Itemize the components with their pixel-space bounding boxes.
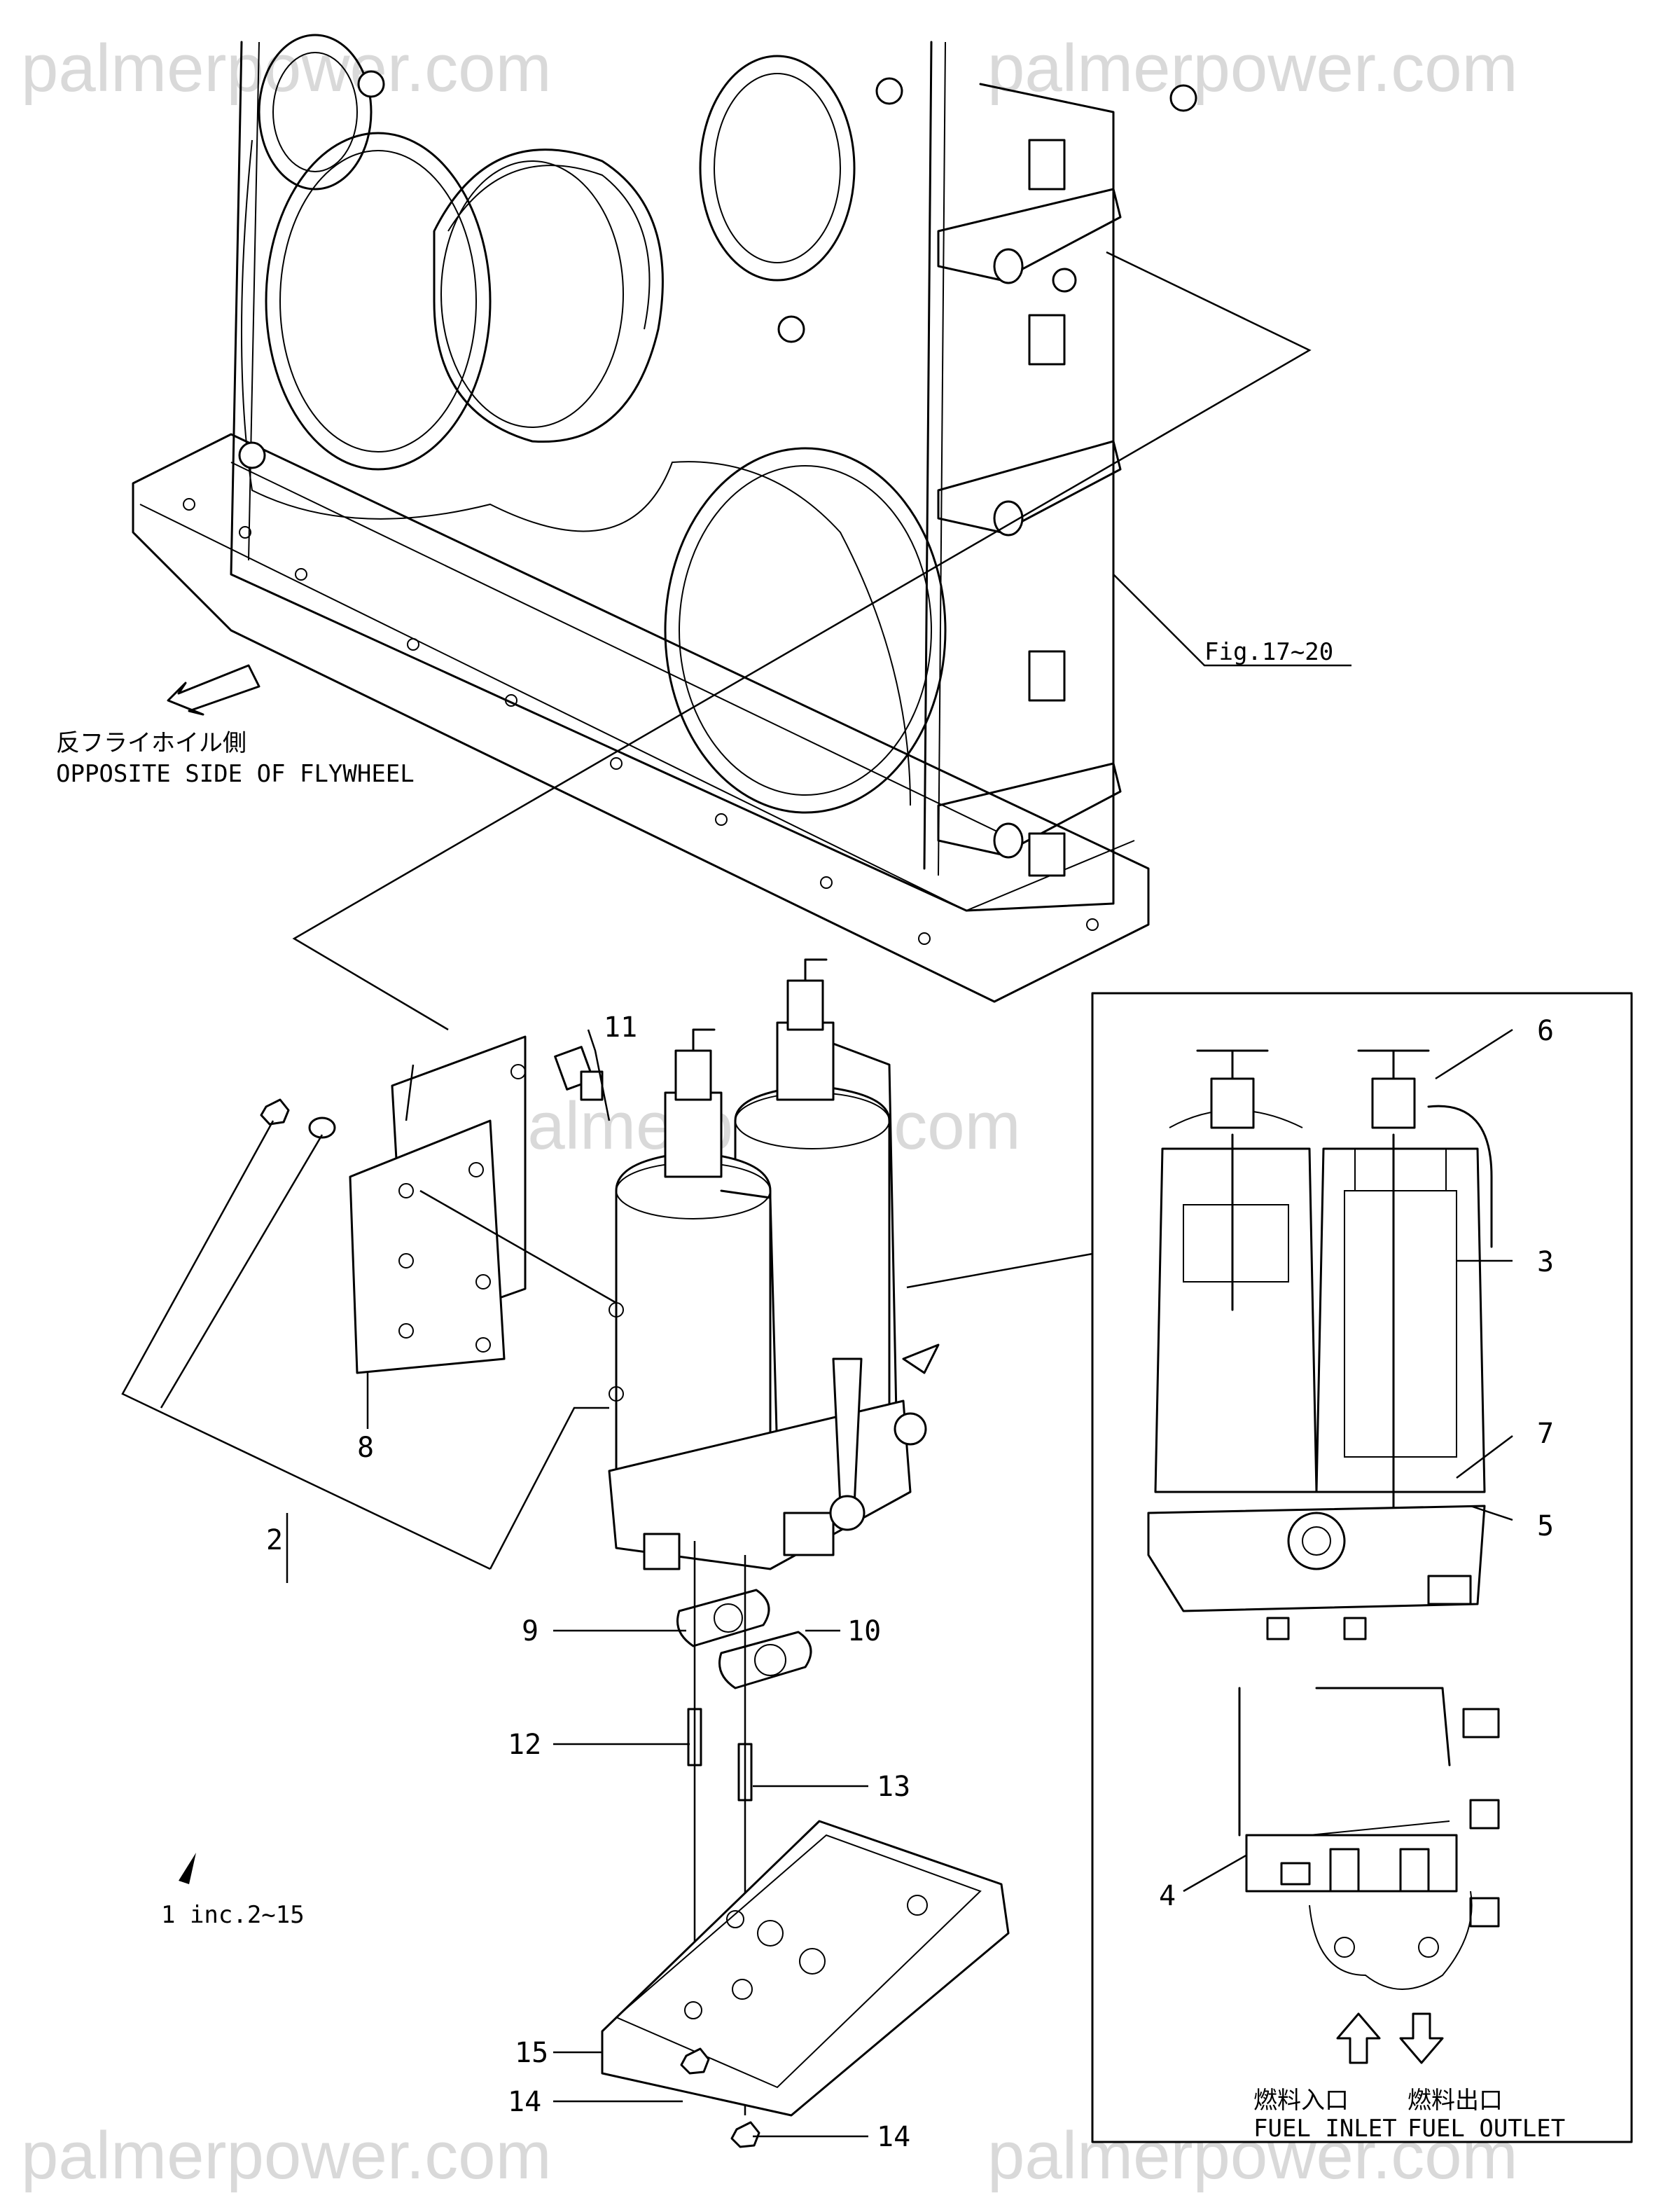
fuel-inlet-en: FUEL INLET	[1253, 2115, 1397, 2143]
watermark-bottom-right: palmerpower.com	[987, 2118, 1518, 2193]
callout-15: 15	[515, 2037, 548, 2069]
callout-2: 2	[266, 1524, 283, 1556]
callout-14a: 14	[508, 2086, 541, 2118]
callout-10: 10	[847, 1615, 881, 1647]
assembly-leaders	[121, 1029, 617, 1583]
callout-13: 13	[877, 1771, 910, 1803]
callout-4: 4	[1159, 1880, 1176, 1912]
fuel-inlet-jp: 燃料入口	[1253, 2087, 1349, 2115]
detail-inset-frame	[1091, 992, 1633, 2143]
gasket-9	[676, 1589, 770, 1647]
callout-11: 11	[604, 1011, 637, 1044]
fig-ref-leader	[1113, 574, 1351, 667]
callout-14b: 14	[877, 2121, 910, 2153]
callout-7: 7	[1537, 1418, 1554, 1450]
mounting-bracket	[349, 1035, 527, 1374]
assembly-arrow-icon	[179, 1853, 196, 1884]
direction-note-jp: 反フライホイル側	[56, 729, 246, 757]
fig-ref-label: Fig.17~20	[1204, 638, 1333, 666]
fuel-outlet-arrow-icon	[1399, 2012, 1444, 2064]
fuel-filter-assembly	[608, 958, 940, 1570]
fuel-outlet-en: FUEL OUTLET	[1408, 2115, 1565, 2143]
casing-bolts	[238, 70, 1197, 469]
direction-note-en: OPPOSITE SIDE OF FLYWHEEL	[56, 760, 415, 788]
bolt-11	[554, 1046, 604, 1101]
nut-14-left	[680, 2047, 710, 2075]
direction-arrow-icon	[167, 664, 260, 716]
mount-leader	[292, 251, 1312, 1031]
engine-casing	[132, 34, 1197, 1003]
detail-bottom-view	[1238, 1687, 1500, 1990]
base-plate	[601, 1820, 1010, 2117]
callout-5: 5	[1537, 1510, 1554, 1542]
gasket-10	[718, 1631, 812, 1689]
nut-14-right	[730, 2121, 760, 2148]
callout-9: 9	[522, 1615, 538, 1647]
watermark-top-right: palmerpower.com	[987, 31, 1518, 106]
callout-3: 3	[1537, 1246, 1554, 1278]
callout-12: 12	[508, 1729, 541, 1761]
flange-holes	[183, 498, 1099, 945]
callout-8: 8	[357, 1432, 374, 1464]
watermark-bottom-left: palmerpower.com	[21, 2118, 552, 2193]
detail-cutaway-view	[1147, 1049, 1493, 1640]
callout-6: 6	[1537, 1015, 1554, 1047]
fuel-inlet-arrow-icon	[1336, 2012, 1381, 2064]
assembly-note: 1 inc.2~15	[161, 1901, 305, 1929]
fuel-outlet-jp: 燃料出口	[1408, 2087, 1503, 2115]
nut-and-washer	[260, 1098, 336, 1139]
fuel-line-brackets	[937, 139, 1122, 877]
